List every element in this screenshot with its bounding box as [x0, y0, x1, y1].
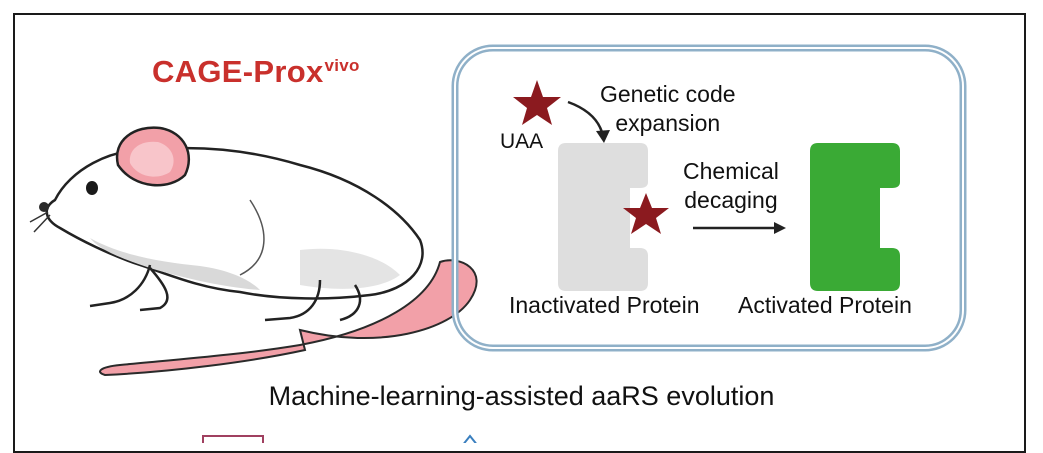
decaging-arrowhead — [774, 222, 786, 234]
chemical-label-line2: decaging — [684, 187, 778, 213]
mouse-shading — [90, 238, 260, 290]
inactivated-protein-shape — [558, 143, 648, 291]
activated-protein-shape — [810, 143, 900, 291]
mouse-nose — [39, 202, 49, 212]
genetic-code-label: Genetic code expansion — [600, 80, 736, 138]
chemical-decaging-label: Chemical decaging — [683, 157, 779, 215]
mouse-shading-back — [300, 248, 400, 289]
figure-canvas: CAGE-Proxvivo Genetic code expansion UAA… — [13, 13, 1026, 453]
ml-caption: Machine-learning-assisted aaRS evolution — [268, 381, 775, 411]
figure-title: CAGE-Proxvivo — [152, 54, 360, 89]
mouse-ear-inner — [129, 141, 174, 177]
chemical-label-line1: Chemical — [683, 158, 779, 184]
mouse-hind-leg — [264, 279, 362, 322]
genetic-code-label-line2: expansion — [615, 110, 721, 136]
mouse-tail — [99, 259, 478, 377]
bottom-box-icon — [202, 435, 264, 443]
inactivated-protein-label: Inactivated Protein — [509, 292, 700, 318]
mouse-eye — [86, 181, 98, 195]
cell-outline-inner — [454, 47, 964, 349]
mouse-body-line — [239, 199, 265, 276]
activated-protein-label: Activated Protein — [738, 292, 912, 318]
title-superscript: vivo — [324, 55, 360, 75]
uaa-label: UAA — [500, 130, 544, 153]
genetic-code-label-line1: Genetic code — [600, 81, 736, 107]
uaa-star-icon — [513, 80, 561, 125]
mouse-whiskers — [29, 211, 51, 233]
genetic-code-arrowhead — [596, 130, 610, 143]
diagram-graphics — [29, 44, 967, 443]
cage-star-icon — [623, 193, 669, 234]
mouse-front-leg — [89, 264, 169, 312]
